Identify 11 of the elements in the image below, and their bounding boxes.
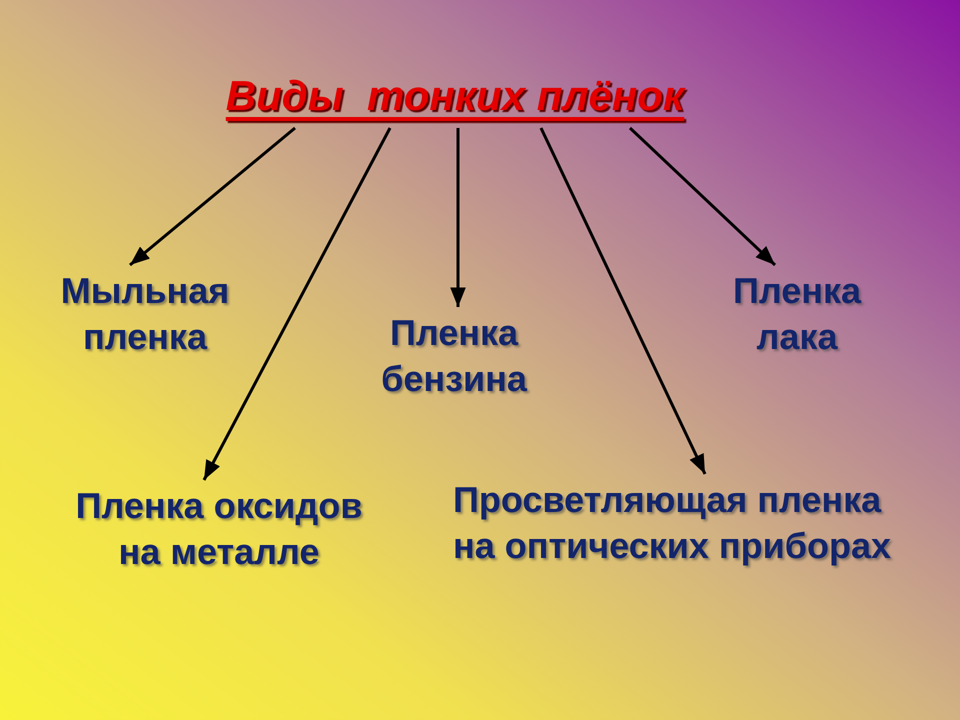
arrow bbox=[540, 127, 706, 475]
category-label: Мыльная пленка bbox=[40, 268, 250, 360]
arrow bbox=[202, 127, 392, 481]
category-label: Пленка оксидов на металле bbox=[54, 483, 384, 575]
category-label: Пленка бензина bbox=[369, 310, 539, 402]
arrow bbox=[129, 126, 296, 266]
arrow bbox=[628, 126, 776, 266]
category-label: Пленка лака bbox=[712, 268, 882, 360]
arrow bbox=[450, 128, 466, 307]
category-label: Просветляющая пленка на оптических приборах bbox=[453, 477, 927, 569]
title-text: Виды тонких плёнок bbox=[208, 72, 702, 128]
